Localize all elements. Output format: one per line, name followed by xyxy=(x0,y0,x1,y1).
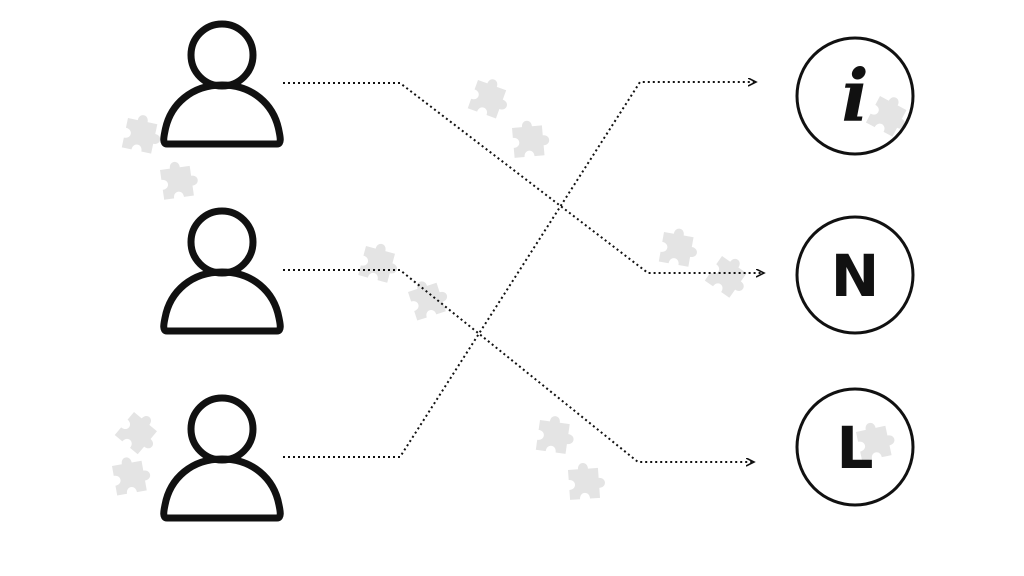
letter-n-icon xyxy=(795,215,915,335)
puzzle-piece-icon xyxy=(159,159,200,200)
target-info: i xyxy=(795,36,915,156)
person-icon xyxy=(160,20,284,148)
puzzle-piece-icon xyxy=(110,453,153,496)
puzzle-piece-icon xyxy=(704,251,755,302)
connector-person-3-to-info xyxy=(283,82,756,458)
puzzle-piece-icon xyxy=(406,275,452,321)
background-decoration xyxy=(110,74,915,500)
connectors xyxy=(283,82,764,462)
puzzle-piece-icon xyxy=(535,414,577,455)
person-source-2 xyxy=(160,207,284,335)
puzzle-piece-icon xyxy=(358,240,403,285)
puzzle-piece-icon xyxy=(567,461,607,500)
puzzle-piece-icon xyxy=(658,226,701,268)
target-label-l: L xyxy=(837,414,874,482)
target-l: L xyxy=(795,387,915,507)
info-icon xyxy=(795,36,915,156)
person-source-1 xyxy=(160,20,284,148)
target-n: N xyxy=(795,215,915,335)
puzzle-piece-icon xyxy=(467,74,514,121)
person-icon xyxy=(160,207,284,335)
puzzle-piece-icon xyxy=(114,407,166,459)
letter-l-icon xyxy=(795,387,915,507)
person-icon xyxy=(160,394,284,522)
target-label-n: N xyxy=(831,242,880,310)
puzzle-piece-icon xyxy=(511,118,551,158)
connector-person-2-to-l xyxy=(283,269,754,462)
target-label-info: i xyxy=(841,53,868,138)
person-source-3 xyxy=(160,394,284,522)
puzzle-piece-icon xyxy=(121,112,165,155)
